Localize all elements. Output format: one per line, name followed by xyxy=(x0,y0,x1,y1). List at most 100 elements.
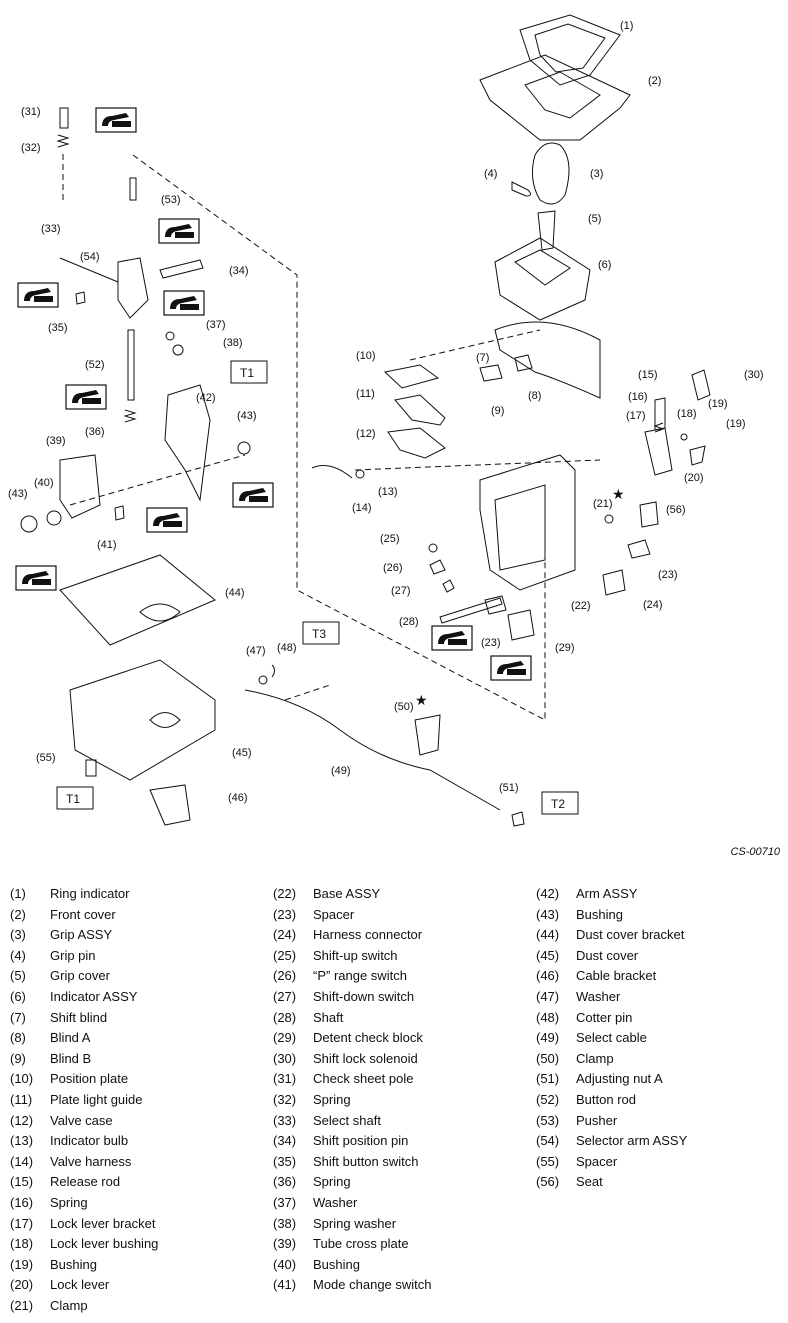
part-number: (40) xyxy=(273,1256,297,1272)
legend-row: (40)Bushing xyxy=(273,1255,432,1276)
part-name: Clamp xyxy=(576,1050,614,1066)
part-name: Bushing xyxy=(50,1256,97,1272)
part-number: (1) xyxy=(10,886,26,901)
legend-row: (22)Base ASSY xyxy=(273,884,432,905)
part-number: (43) xyxy=(536,906,560,922)
check-sheet-pole xyxy=(59,107,69,129)
legend-row: (43)Bushing xyxy=(536,905,687,926)
part-number: (17) xyxy=(10,1215,34,1231)
legend-row: (18)Lock lever bushing xyxy=(10,1234,158,1255)
part-name: Shift-up switch xyxy=(313,947,398,963)
grease-icon xyxy=(490,655,532,681)
callout: (12) xyxy=(356,428,376,440)
legend-row: (19)Bushing xyxy=(10,1255,158,1276)
legend-row: (25)Shift-up switch xyxy=(273,946,432,967)
part-number: (53) xyxy=(536,1112,560,1128)
callout: (7) xyxy=(476,352,489,364)
legend-row: (16)Spring xyxy=(10,1193,158,1214)
lock-lever-bracket xyxy=(644,427,673,476)
part-number: (52) xyxy=(536,1091,560,1107)
callout: (27) xyxy=(391,585,411,597)
shift-button-switch xyxy=(75,291,86,305)
callouts: (1) (2) (3) (4) (5) (6) (7) (8) (9) (10)… xyxy=(8,20,764,804)
callout: (11) xyxy=(356,388,375,400)
callout: (1) xyxy=(620,20,633,32)
legend-row: (51)Adjusting nut A xyxy=(536,1069,687,1090)
part-number: (29) xyxy=(273,1030,297,1046)
washer-47 xyxy=(258,675,268,685)
part-name: Shift-down switch xyxy=(313,988,415,1004)
legend-row: (55)Spacer xyxy=(536,1152,687,1173)
part-number: (20) xyxy=(10,1277,34,1293)
legend-row: (12)Valve case xyxy=(10,1111,158,1132)
part-name: Spring washer xyxy=(313,1215,397,1231)
part-number: (22) xyxy=(273,886,297,901)
callout: (43) xyxy=(8,488,28,500)
part-number: (10) xyxy=(10,1071,34,1087)
part-number: (27) xyxy=(273,988,297,1004)
part-name: Arm ASSY xyxy=(576,886,638,901)
star-icon: ★ ★ xyxy=(415,486,625,708)
part-name: Selector arm ASSY xyxy=(576,1133,688,1149)
exploded-parts-diagram: T1 T1 T2 T3 (1) (2) (3) (4) (5) (6) (7) … xyxy=(8,14,764,827)
legend-column-3: (42)Arm ASSY(43)Bushing(44)Dust cover br… xyxy=(536,884,687,1193)
plate-light-guide xyxy=(394,394,446,426)
part-number: (49) xyxy=(536,1030,560,1046)
part-number: (34) xyxy=(273,1133,297,1149)
button-rod xyxy=(127,329,135,401)
callout: (19) xyxy=(708,398,728,410)
callout: (20) xyxy=(684,472,704,484)
callout: (8) xyxy=(528,390,541,402)
assembly-line-top xyxy=(409,329,541,361)
part-number: (37) xyxy=(273,1194,297,1210)
legend-row: (20)Lock lever xyxy=(10,1275,158,1296)
legend-row: (1) Ring indicator xyxy=(10,884,158,905)
callout: (19) xyxy=(726,418,746,430)
part-number: (54) xyxy=(536,1133,560,1149)
torque-label: T1 xyxy=(240,366,254,380)
part-name: Seat xyxy=(576,1174,603,1190)
bushing-43-left xyxy=(20,515,38,533)
part-name: Pusher xyxy=(576,1112,618,1128)
mode-change-switch xyxy=(114,505,125,521)
legend-column-2: (22)Base ASSY(23)Spacer(24)Harness conne… xyxy=(273,884,432,1296)
callout: (37) xyxy=(206,319,226,331)
legend-row: (39)Tube cross plate xyxy=(273,1234,432,1255)
shift-position-pin xyxy=(159,259,204,279)
grease-icon xyxy=(65,384,107,410)
callout: (34) xyxy=(229,265,249,277)
shift-blind xyxy=(494,321,601,399)
callout: (56) xyxy=(666,504,686,516)
part-number: (9) xyxy=(10,1050,26,1066)
part-number: (30) xyxy=(273,1050,297,1066)
part-number: (4) xyxy=(10,947,26,963)
legend-row: (49)Select cable xyxy=(536,1028,687,1049)
washer-37 xyxy=(165,331,175,341)
part-name: Lock lever bushing xyxy=(50,1236,159,1252)
pusher xyxy=(129,177,137,201)
legend-row: (14)Valve harness xyxy=(10,1152,158,1173)
legend-row: (27) Shift-down switch xyxy=(273,987,432,1008)
part-name: Cotter pin xyxy=(576,1009,633,1025)
legend-row: (4)Grip pin xyxy=(10,946,158,967)
spring-32 xyxy=(56,134,70,148)
part-name: Washer xyxy=(313,1194,358,1210)
legend-row: (28)Shaft xyxy=(273,1008,432,1029)
lock-lever-bushing xyxy=(680,433,688,441)
callout: (22) xyxy=(571,600,591,612)
callout: (5) xyxy=(588,213,601,225)
part-name: Detent check block xyxy=(313,1030,423,1046)
blind-a xyxy=(514,354,533,372)
arm-assy xyxy=(164,384,211,502)
legend-row: (9)Blind B xyxy=(10,1049,158,1070)
part-name: Valve case xyxy=(50,1112,113,1128)
callout: (14) xyxy=(352,502,372,514)
callout: (10) xyxy=(356,350,376,362)
select-cable xyxy=(244,689,501,811)
part-name: Ring indicator xyxy=(50,886,130,901)
part-number: (45) xyxy=(536,947,560,963)
callout: (16) xyxy=(628,391,648,403)
legend-column-1: (1)Ring indicator(2)Front cover(3)Grip A… xyxy=(10,884,158,1316)
part-number: (32) xyxy=(273,1091,297,1107)
cable-bracket xyxy=(149,784,191,826)
